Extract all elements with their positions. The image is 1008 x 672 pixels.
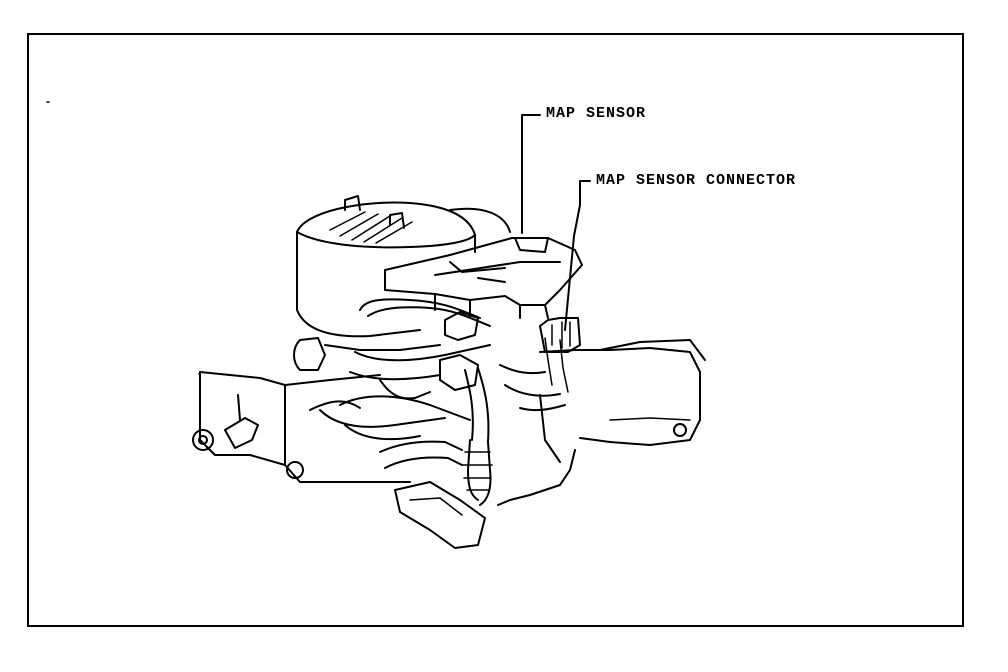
hoses-and-wiring (293, 298, 569, 549)
map-sensor-label: MAP SENSOR (546, 105, 647, 122)
map-sensor-connector-label: MAP SENSOR CONNECTOR (596, 172, 797, 189)
throttle-body-base (192, 339, 706, 506)
leader-lines (521, 114, 591, 331)
diagram-frame (27, 33, 964, 627)
air-cleaner-cover (296, 195, 511, 338)
print-specks (46, 101, 201, 375)
map-sensor (384, 237, 583, 319)
